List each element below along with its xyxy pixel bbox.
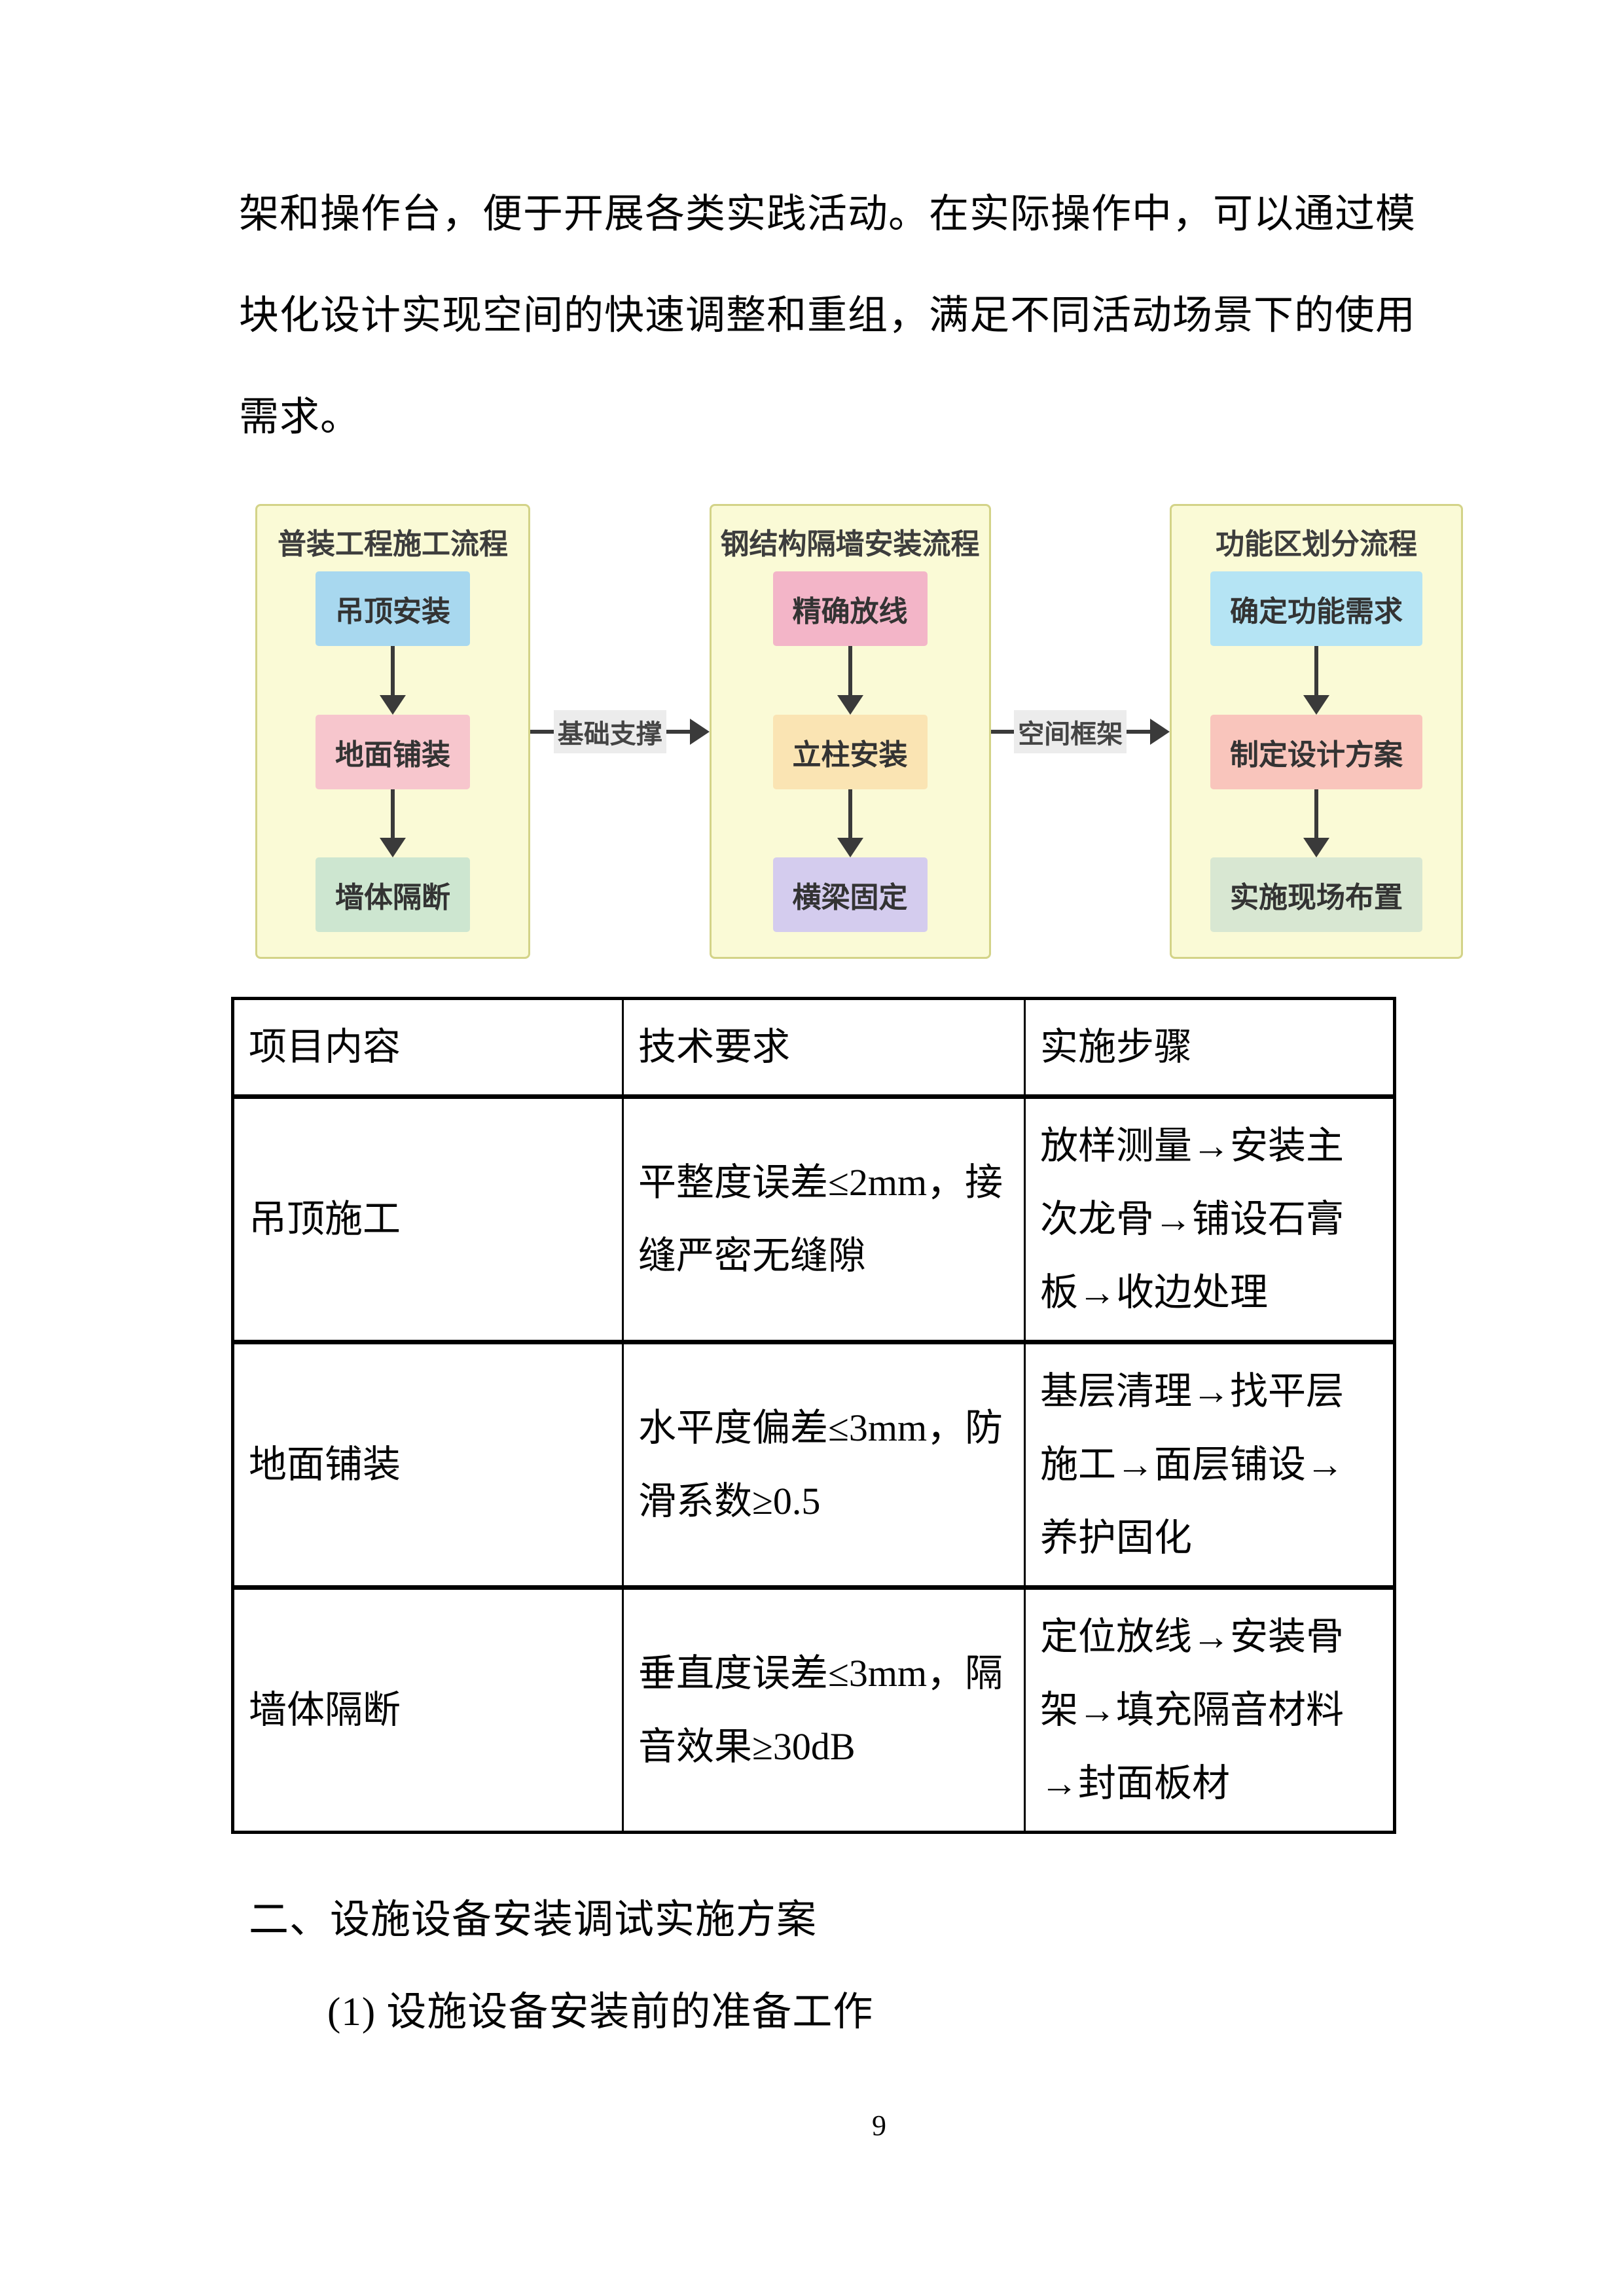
spec-table: 项目内容 技术要求 实施步骤 吊顶施工 平整度误差≤2mm，接缝严密无缝隙 放样… xyxy=(231,997,1396,1834)
cell-requirement: 水平度偏差≤3mm，防滑系数≥0.5 xyxy=(622,1340,1026,1588)
down-arrow-icon xyxy=(837,789,863,857)
section-subheading: (1) 设施设备安装前的准备工作 xyxy=(327,1990,874,2034)
flow-panel-decoration-process: 普装工程施工流程 吊顶安装 地面铺装 墙体隔断 xyxy=(255,504,530,959)
flow-steps: 确定功能需求 制定设计方案 实施现场布置 xyxy=(1181,571,1452,932)
paragraph-line: 架和操作台，便于开展各类实践活动。在实际操作中，可以通过模 xyxy=(239,192,1416,236)
flow-panel-title: 功能区划分流程 xyxy=(1216,528,1417,560)
flow-step-box: 制定设计方案 xyxy=(1210,714,1422,789)
down-arrow-icon xyxy=(380,646,406,715)
cell-item: 地面铺装 xyxy=(232,1340,624,1588)
connector-label: 空间框架 xyxy=(1014,709,1127,753)
down-arrow-icon xyxy=(1303,646,1329,715)
flow-step-box: 立柱安装 xyxy=(772,714,928,789)
cell-requirement: 垂直度误差≤3mm，隔音效果≥30dB xyxy=(622,1585,1026,1833)
flow-step-box: 墙体隔断 xyxy=(316,857,470,932)
table-row: 墙体隔断 垂直度误差≤3mm，隔音效果≥30dB 定位放线→安装骨架→填充隔音材… xyxy=(232,1585,1396,1833)
down-arrow-icon xyxy=(1303,789,1329,857)
arrow-line xyxy=(1127,729,1150,734)
flow-step-box: 横梁固定 xyxy=(772,857,928,932)
connector-label: 基础支撑 xyxy=(553,709,666,753)
table-row: 地面铺装 水平度偏差≤3mm，防滑系数≥0.5 基层清理→找平层施工→面层铺设→… xyxy=(232,1340,1396,1588)
body-paragraph: 架和操作台，便于开展各类实践活动。在实际操作中，可以通过模 块化设计实现空间的快… xyxy=(239,164,1416,468)
page-number: 9 xyxy=(872,2109,886,2142)
cell-item: 吊顶施工 xyxy=(232,1094,624,1343)
cell-steps: 基层清理→找平层施工→面层铺设→养护固化 xyxy=(1024,1340,1396,1588)
paragraph-line: 块化设计实现空间的快速调整和重组，满足不同活动场景下的使用 xyxy=(239,294,1416,338)
flow-connector: 空间框架 xyxy=(990,709,1170,753)
down-arrow-icon xyxy=(380,789,406,857)
flow-step-box: 地面铺装 xyxy=(316,714,470,789)
table-header-row: 项目内容 技术要求 实施步骤 xyxy=(232,997,1396,1098)
flow-steps: 吊顶安装 地面铺装 墙体隔断 xyxy=(266,571,519,932)
flow-panel-steel-partition: 钢结构隔墙安装流程 精确放线 立柱安装 横梁固定 xyxy=(709,504,991,959)
flow-panel-function-zoning: 功能区划分流程 确定功能需求 制定设计方案 实施现场布置 xyxy=(1170,504,1463,959)
flow-panel-title: 普装工程施工流程 xyxy=(278,528,508,560)
column-header: 项目内容 xyxy=(232,997,624,1098)
cell-steps: 放样测量→安装主次龙骨→铺设石膏板→收边处理 xyxy=(1024,1094,1396,1343)
flow-step-box: 吊顶安装 xyxy=(316,571,470,646)
down-arrow-icon xyxy=(837,646,863,715)
right-arrow-icon xyxy=(689,718,710,745)
cell-steps: 定位放线→安装骨架→填充隔音材料→封面板材 xyxy=(1024,1585,1396,1833)
cell-requirement: 平整度误差≤2mm，接缝严密无缝隙 xyxy=(622,1094,1026,1343)
arrow-line xyxy=(530,729,554,734)
column-header: 技术要求 xyxy=(622,997,1026,1098)
flow-steps: 精确放线 立柱安装 横梁固定 xyxy=(721,571,980,932)
section-heading: 二、设施设备安装调试实施方案 xyxy=(249,1898,818,1942)
flowchart-figure: 普装工程施工流程 吊顶安装 地面铺装 墙体隔断 基础支撑 钢结构隔墙安装流程 精… xyxy=(255,504,1463,959)
flow-step-box: 精确放线 xyxy=(772,571,928,646)
flow-panel-title: 钢结构隔墙安装流程 xyxy=(720,528,980,560)
arrow-line xyxy=(666,729,690,734)
flow-step-box: 实施现场布置 xyxy=(1210,857,1422,932)
table-row: 吊顶施工 平整度误差≤2mm，接缝严密无缝隙 放样测量→安装主次龙骨→铺设石膏板… xyxy=(232,1094,1396,1343)
cell-item: 墙体隔断 xyxy=(232,1585,624,1833)
right-arrow-icon xyxy=(1150,718,1170,745)
paragraph-line: 需求。 xyxy=(239,395,361,439)
flow-connector: 基础支撑 xyxy=(530,709,710,753)
arrow-line xyxy=(990,729,1015,734)
flow-step-box: 确定功能需求 xyxy=(1210,571,1422,646)
column-header: 实施步骤 xyxy=(1024,997,1396,1098)
